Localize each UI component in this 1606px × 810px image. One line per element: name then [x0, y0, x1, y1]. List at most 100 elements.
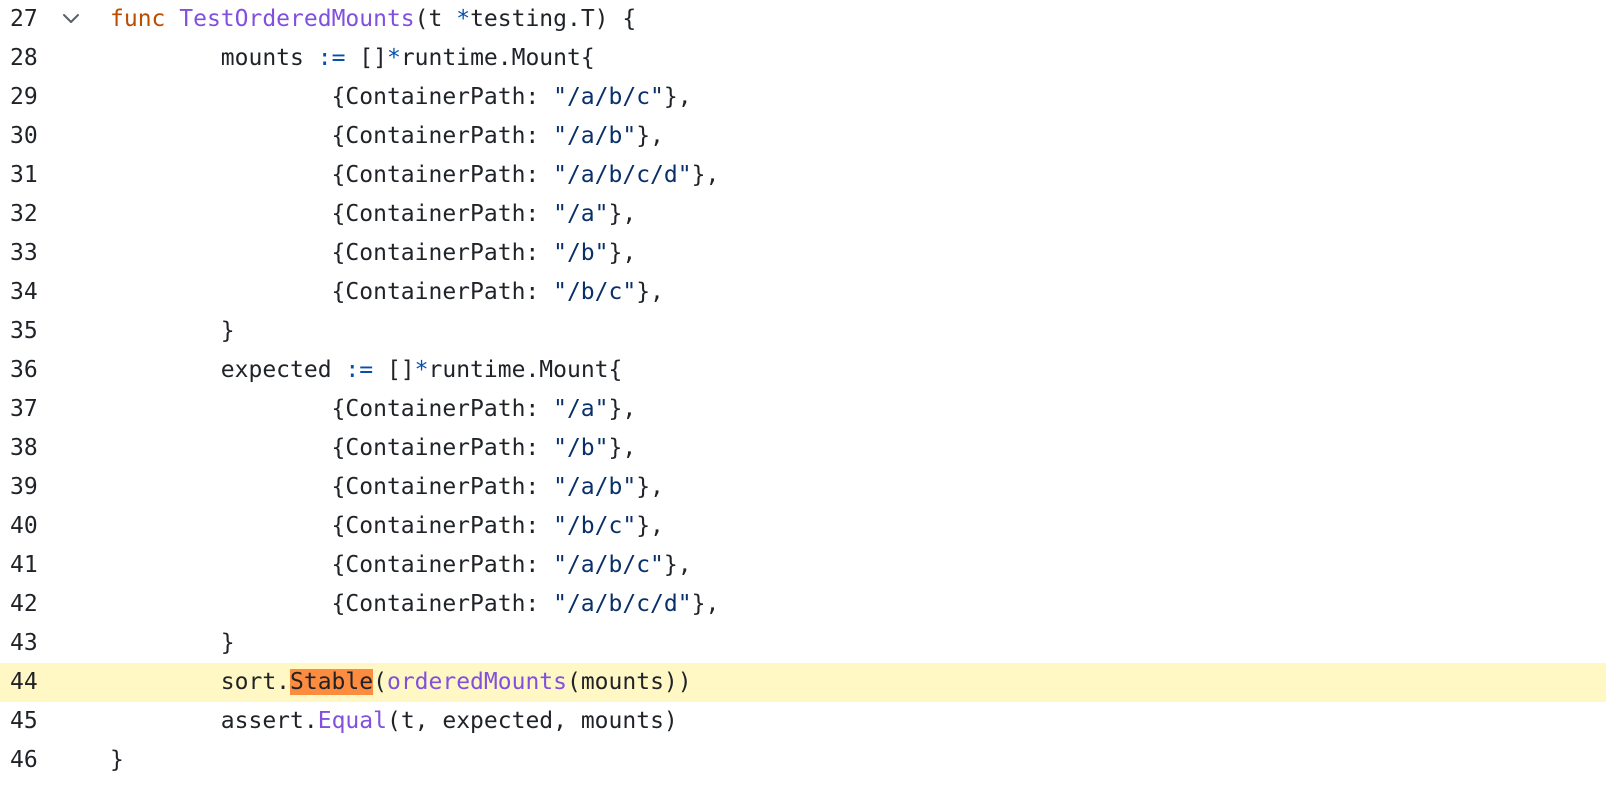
code-text: {ContainerPath: "/a/b"}, [110, 117, 664, 156]
line-number: 42 [10, 591, 38, 617]
line-number: 37 [10, 396, 38, 422]
text-token: ( [373, 669, 387, 695]
text-token: mounts [110, 45, 318, 71]
string-token: "/a/b" [553, 123, 637, 149]
text-token: }, [663, 552, 692, 578]
code-line[interactable]: 43 } [0, 624, 1606, 663]
operator-token: * [414, 357, 429, 383]
operator-token: := [345, 357, 374, 383]
code-line[interactable]: 39 {ContainerPath: "/a/b"}, [0, 468, 1606, 507]
code-text: {ContainerPath: "/a"}, [110, 390, 637, 429]
function-token: orderedMounts [386, 669, 567, 695]
code-text: } [110, 312, 235, 351]
code-text: {ContainerPath: "/a/b/c/d"}, [110, 585, 720, 624]
text-token: {ContainerPath: [110, 552, 554, 578]
text-token: }, [691, 591, 720, 617]
text-token: }, [636, 279, 664, 305]
code-text: func TestOrderedMounts(t *testing.T) { [110, 0, 636, 39]
code-line[interactable]: 40 {ContainerPath: "/b/c"}, [0, 507, 1606, 546]
code-line[interactable]: 37 {ContainerPath: "/a"}, [0, 390, 1606, 429]
string-token: "/b/c" [553, 513, 637, 539]
text-token: }, [691, 162, 720, 188]
text-token: expected [110, 357, 346, 383]
line-number: 33 [10, 240, 38, 266]
code-text: {ContainerPath: "/b/c"}, [110, 273, 664, 312]
code-line[interactable]: 34 {ContainerPath: "/b/c"}, [0, 273, 1606, 312]
code-text: expected := []*runtime.Mount{ [110, 351, 623, 390]
text-token: }, [608, 201, 637, 227]
code-text: {ContainerPath: "/a/b/c"}, [110, 78, 692, 117]
text-token [165, 6, 179, 32]
operator-token: := [317, 45, 346, 71]
text-token: sort. [110, 669, 291, 695]
text-token: testing.T) { [470, 6, 637, 32]
operator-token: * [456, 6, 471, 32]
text-token: runtime.Mount{ [400, 45, 595, 71]
code-line[interactable]: 38 {ContainerPath: "/b"}, [0, 429, 1606, 468]
string-token: "/b" [553, 240, 609, 266]
text-token: }, [608, 435, 637, 461]
line-number: 31 [10, 162, 38, 188]
code-line[interactable]: 30 {ContainerPath: "/a/b"}, [0, 117, 1606, 156]
line-number: 32 [10, 201, 38, 227]
line-number: 30 [10, 123, 38, 149]
code-text: {ContainerPath: "/b"}, [110, 234, 637, 273]
string-token: "/a/b" [553, 474, 637, 500]
function-token: TestOrderedMounts [179, 6, 415, 32]
code-line[interactable]: 27 func TestOrderedMounts(t *testing.T) { [0, 0, 1606, 39]
text-token: [] [373, 357, 415, 383]
code-line[interactable]: 31 {ContainerPath: "/a/b/c/d"}, [0, 156, 1606, 195]
string-token: "/a" [553, 396, 609, 422]
code-text: {ContainerPath: "/a/b/c/d"}, [110, 156, 720, 195]
string-token: "/a" [553, 201, 609, 227]
line-number: 39 [10, 474, 38, 500]
search-match-token: Stable [290, 669, 374, 695]
text-token: {ContainerPath: [110, 513, 554, 539]
line-number: 27 [10, 6, 38, 32]
code-line[interactable]: 33 {ContainerPath: "/b"}, [0, 234, 1606, 273]
code-line[interactable]: 28 mounts := []*runtime.Mount{ [0, 39, 1606, 78]
code-text: assert.Equal(t, expected, mounts) [110, 702, 678, 741]
string-token: "/b" [553, 435, 609, 461]
string-token: "/a/b/c/d" [553, 591, 692, 617]
code-text: sort.Stable(orderedMounts(mounts)) [110, 663, 692, 702]
code-text: {ContainerPath: "/b/c"}, [110, 507, 664, 546]
code-line[interactable]: 44 sort.Stable(orderedMounts(mounts)) [0, 663, 1606, 702]
text-token: {ContainerPath: [110, 240, 554, 266]
text-token: {ContainerPath: [110, 84, 554, 110]
code-text: mounts := []*runtime.Mount{ [110, 39, 595, 78]
code-line[interactable]: 45 assert.Equal(t, expected, mounts) [0, 702, 1606, 741]
line-number: 35 [10, 318, 38, 344]
line-number: 38 [10, 435, 38, 461]
code-line[interactable]: 29 {ContainerPath: "/a/b/c"}, [0, 78, 1606, 117]
code-line[interactable]: 36 expected := []*runtime.Mount{ [0, 351, 1606, 390]
text-token: }, [636, 123, 664, 149]
code-line[interactable]: 35 } [0, 312, 1606, 351]
text-token: } [110, 318, 235, 344]
text-token: {ContainerPath: [110, 162, 554, 188]
code-line[interactable]: 46} [0, 741, 1606, 780]
line-number: 29 [10, 84, 38, 110]
code-line[interactable]: 41 {ContainerPath: "/a/b/c"}, [0, 546, 1606, 585]
string-token: "/b/c" [553, 279, 637, 305]
text-token: {ContainerPath: [110, 279, 554, 305]
code-text: {ContainerPath: "/b"}, [110, 429, 637, 468]
line-number: 44 [10, 669, 38, 695]
text-token: }, [608, 240, 637, 266]
operator-token: * [386, 45, 401, 71]
code-line[interactable]: 42 {ContainerPath: "/a/b/c/d"}, [0, 585, 1606, 624]
code-text: {ContainerPath: "/a"}, [110, 195, 637, 234]
text-token: {ContainerPath: [110, 591, 554, 617]
chevron-down-icon[interactable] [60, 0, 82, 39]
text-token: {ContainerPath: [110, 474, 554, 500]
text-token: }, [663, 84, 692, 110]
code-line[interactable]: 32 {ContainerPath: "/a"}, [0, 195, 1606, 234]
text-token: }, [636, 474, 664, 500]
code-text: {ContainerPath: "/a/b"}, [110, 468, 664, 507]
text-token: } [110, 630, 235, 656]
string-token: "/a/b/c" [553, 552, 664, 578]
line-number: 36 [10, 357, 38, 383]
text-token: {ContainerPath: [110, 396, 554, 422]
string-token: "/a/b/c" [553, 84, 664, 110]
